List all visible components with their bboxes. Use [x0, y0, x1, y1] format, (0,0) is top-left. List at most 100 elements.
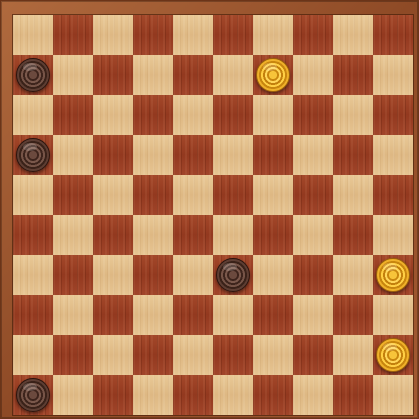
board-square[interactable]: [333, 135, 373, 175]
board-square[interactable]: [173, 255, 213, 295]
dark-checker-icon[interactable]: [216, 258, 250, 292]
board-square[interactable]: [373, 255, 413, 295]
board-square[interactable]: [173, 95, 213, 135]
board-square[interactable]: [93, 255, 133, 295]
board-square[interactable]: [93, 135, 133, 175]
board-square[interactable]: [213, 15, 253, 55]
board-square[interactable]: [333, 15, 373, 55]
light-checker-icon[interactable]: [376, 338, 410, 372]
board-square[interactable]: [173, 15, 213, 55]
board-square[interactable]: [133, 335, 173, 375]
board-square[interactable]: [373, 15, 413, 55]
board-square[interactable]: [13, 135, 53, 175]
board-square[interactable]: [333, 255, 373, 295]
board-square[interactable]: [93, 375, 133, 415]
board-square[interactable]: [333, 175, 373, 215]
board-square[interactable]: [253, 215, 293, 255]
board-square[interactable]: [53, 375, 93, 415]
board-square[interactable]: [173, 55, 213, 95]
board-square[interactable]: [373, 135, 413, 175]
board-square[interactable]: [293, 55, 333, 95]
light-checker-icon[interactable]: [256, 58, 290, 92]
board-square[interactable]: [133, 135, 173, 175]
board-square[interactable]: [13, 335, 53, 375]
board-square[interactable]: [13, 95, 53, 135]
board-square[interactable]: [373, 55, 413, 95]
board-square[interactable]: [93, 295, 133, 335]
board-square[interactable]: [213, 215, 253, 255]
board-square[interactable]: [213, 55, 253, 95]
board-square[interactable]: [13, 55, 53, 95]
board-square[interactable]: [373, 335, 413, 375]
board-square[interactable]: [13, 375, 53, 415]
board-square[interactable]: [13, 295, 53, 335]
board-square[interactable]: [333, 375, 373, 415]
board-square[interactable]: [93, 215, 133, 255]
board-square[interactable]: [133, 295, 173, 335]
board-square[interactable]: [293, 255, 333, 295]
board-square[interactable]: [173, 335, 213, 375]
board-square[interactable]: [213, 255, 253, 295]
board-square[interactable]: [53, 175, 93, 215]
board-square[interactable]: [293, 175, 333, 215]
dark-checker-icon[interactable]: [16, 58, 50, 92]
board-square[interactable]: [13, 15, 53, 55]
board-square[interactable]: [53, 135, 93, 175]
board-square[interactable]: [93, 55, 133, 95]
board-square[interactable]: [293, 215, 333, 255]
board-square[interactable]: [253, 375, 293, 415]
board-square[interactable]: [213, 375, 253, 415]
board-square[interactable]: [213, 175, 253, 215]
board-square[interactable]: [213, 95, 253, 135]
board-square[interactable]: [333, 55, 373, 95]
board-square[interactable]: [53, 215, 93, 255]
board-square[interactable]: [253, 175, 293, 215]
board-square[interactable]: [173, 375, 213, 415]
board-square[interactable]: [133, 55, 173, 95]
board-square[interactable]: [173, 135, 213, 175]
dark-checker-icon[interactable]: [16, 138, 50, 172]
board-square[interactable]: [333, 215, 373, 255]
board-square[interactable]: [253, 55, 293, 95]
board-square[interactable]: [173, 215, 213, 255]
board-square[interactable]: [333, 95, 373, 135]
board-square[interactable]: [213, 135, 253, 175]
board-square[interactable]: [53, 255, 93, 295]
board-square[interactable]: [93, 95, 133, 135]
board-square[interactable]: [293, 15, 333, 55]
board-square[interactable]: [133, 95, 173, 135]
board-square[interactable]: [253, 15, 293, 55]
board-square[interactable]: [53, 95, 93, 135]
board-square[interactable]: [173, 295, 213, 335]
board-square[interactable]: [53, 335, 93, 375]
board-square[interactable]: [213, 335, 253, 375]
board-square[interactable]: [93, 15, 133, 55]
board-square[interactable]: [253, 95, 293, 135]
board-square[interactable]: [213, 295, 253, 335]
board-square[interactable]: [13, 255, 53, 295]
board-square[interactable]: [373, 295, 413, 335]
board-square[interactable]: [373, 215, 413, 255]
board-square[interactable]: [293, 135, 333, 175]
board-square[interactable]: [133, 15, 173, 55]
board-square[interactable]: [133, 375, 173, 415]
board-square[interactable]: [133, 175, 173, 215]
board-square[interactable]: [253, 255, 293, 295]
board-square[interactable]: [93, 175, 133, 215]
board-square[interactable]: [133, 215, 173, 255]
board-square[interactable]: [253, 295, 293, 335]
board-square[interactable]: [53, 15, 93, 55]
board-square[interactable]: [93, 335, 133, 375]
board-square[interactable]: [293, 295, 333, 335]
board-square[interactable]: [253, 335, 293, 375]
board-square[interactable]: [253, 135, 293, 175]
board-square[interactable]: [333, 335, 373, 375]
board-square[interactable]: [13, 215, 53, 255]
dark-checker-icon[interactable]: [16, 378, 50, 412]
board-square[interactable]: [333, 295, 373, 335]
board-square[interactable]: [293, 95, 333, 135]
board-square[interactable]: [373, 175, 413, 215]
board-square[interactable]: [13, 175, 53, 215]
board-square[interactable]: [53, 55, 93, 95]
board-square[interactable]: [173, 175, 213, 215]
